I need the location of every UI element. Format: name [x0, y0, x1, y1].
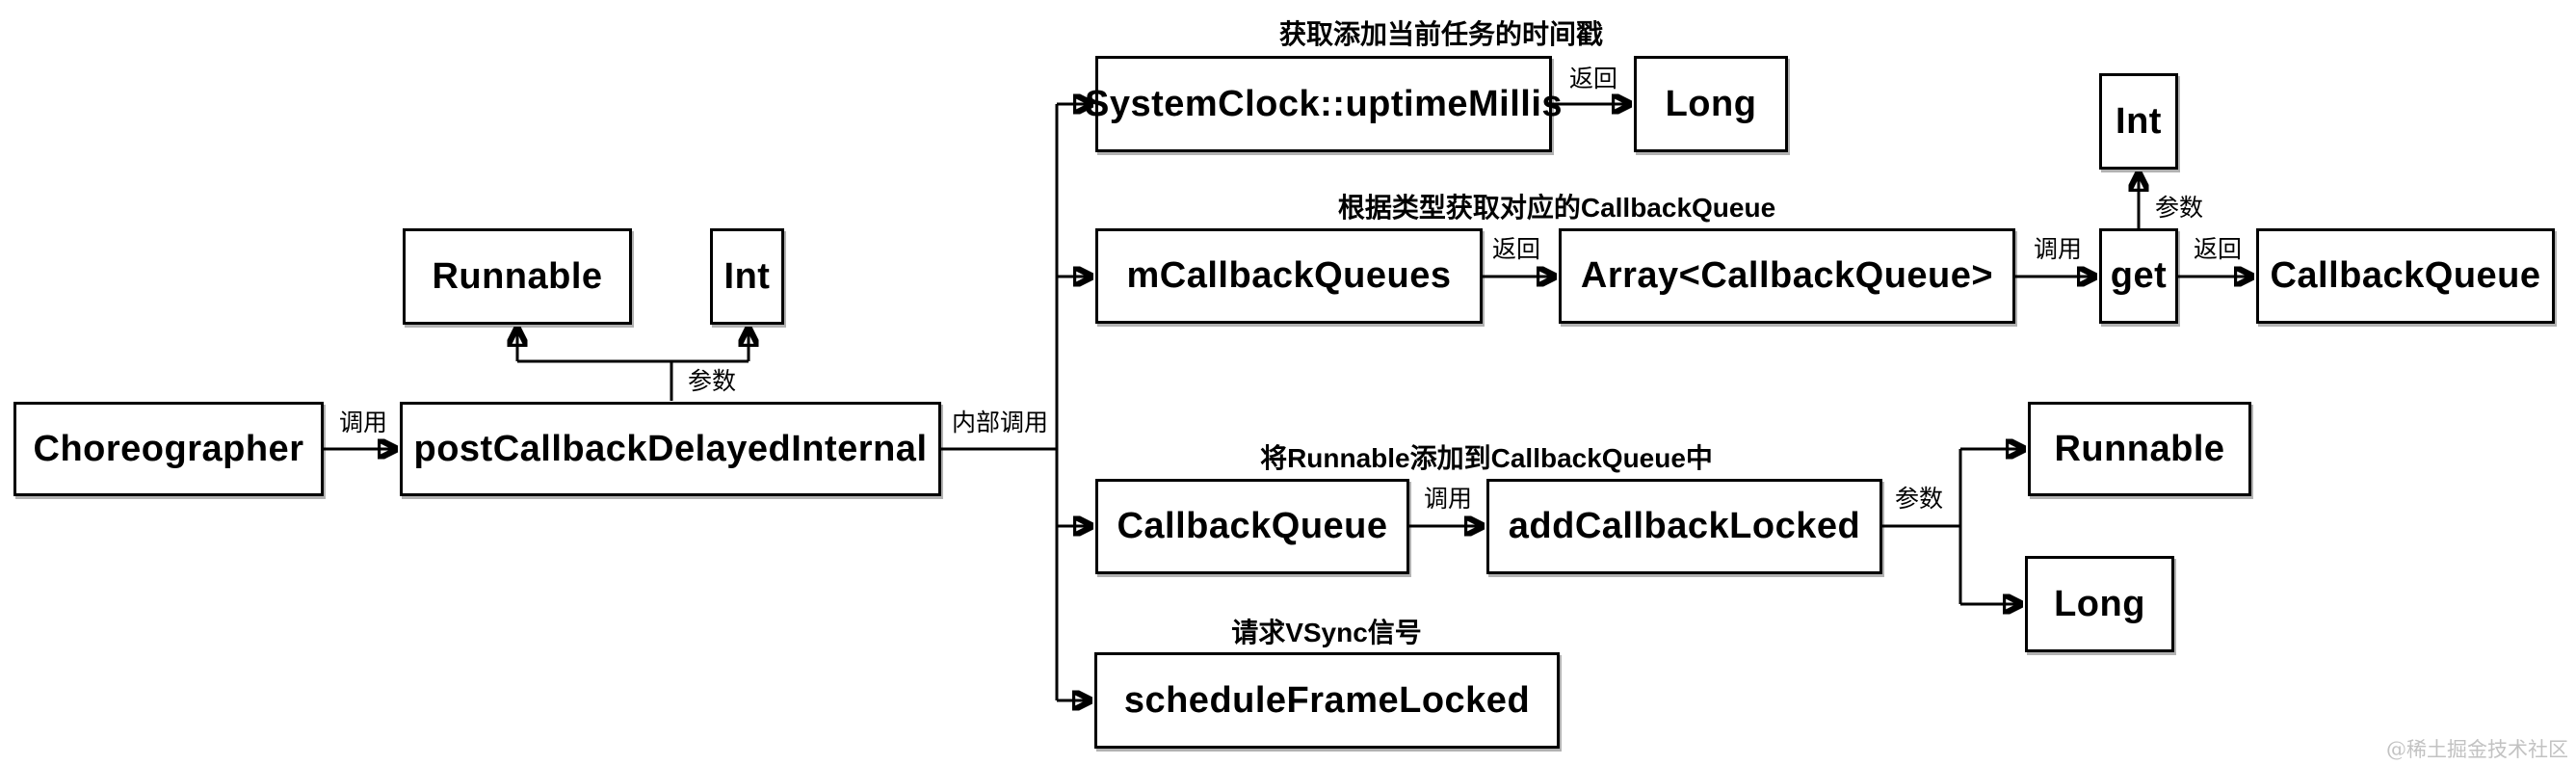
node-runnable-arg: Runnable — [2028, 402, 2251, 496]
edge-label-internal-call: 内部调用 — [951, 409, 1049, 436]
node-array-callbackqueue: Array<CallbackQueue> — [1559, 228, 2015, 324]
annotation-get-timestamp: 获取添加当前任务的时间戳 — [1278, 19, 1604, 49]
edge-label-return-queues: 返回 — [1491, 236, 1541, 263]
node-long-arg: Long — [2025, 556, 2174, 652]
node-int-param: Int — [710, 228, 784, 325]
node-callbackqueue-return: CallbackQueue — [2256, 228, 2555, 324]
node-long-return: Long — [1634, 56, 1788, 152]
node-addcallbacklocked: addCallbackLocked — [1486, 479, 1882, 574]
node-scheduleframelocked: scheduleFrameLocked — [1094, 652, 1560, 749]
node-mcallbackqueues: mCallbackQueues — [1095, 228, 1483, 324]
edge-label-return-uptime: 返回 — [1568, 66, 1618, 92]
node-postcallbackdelayedinternal: postCallbackDelayedInternal — [400, 402, 941, 496]
edge-label-return-get: 返回 — [2193, 236, 2243, 263]
node-choreographer: Choreographer — [13, 402, 324, 496]
node-get: get — [2099, 228, 2178, 324]
annotation-add-runnable-to-callbackqueue: 将Runnable添加到CallbackQueue中 — [1260, 443, 1713, 473]
node-int-get-param: Int — [2099, 73, 2178, 170]
node-callbackqueue: CallbackQueue — [1095, 479, 1409, 574]
edge-label-params-add: 参数 — [1894, 486, 1944, 513]
node-runnable-param: Runnable — [403, 228, 632, 325]
edge-label-call-add: 调用 — [1423, 486, 1473, 513]
annotation-get-callbackqueue-by-type: 根据类型获取对应的CallbackQueue — [1337, 193, 1776, 223]
watermark-juejin: @稀土掘金技术社区 — [2386, 738, 2568, 761]
annotation-request-vsync: 请求VSync信号 — [1231, 618, 1422, 647]
edge-label-call-main: 调用 — [338, 409, 388, 436]
edge-label-call-get: 调用 — [2033, 236, 2083, 263]
edge-label-params-get: 参数 — [2154, 195, 2204, 222]
edge-label-params-main: 参数 — [687, 368, 737, 395]
node-systemclock-uptimemillis: SystemClock::uptimeMillis — [1085, 56, 1563, 152]
